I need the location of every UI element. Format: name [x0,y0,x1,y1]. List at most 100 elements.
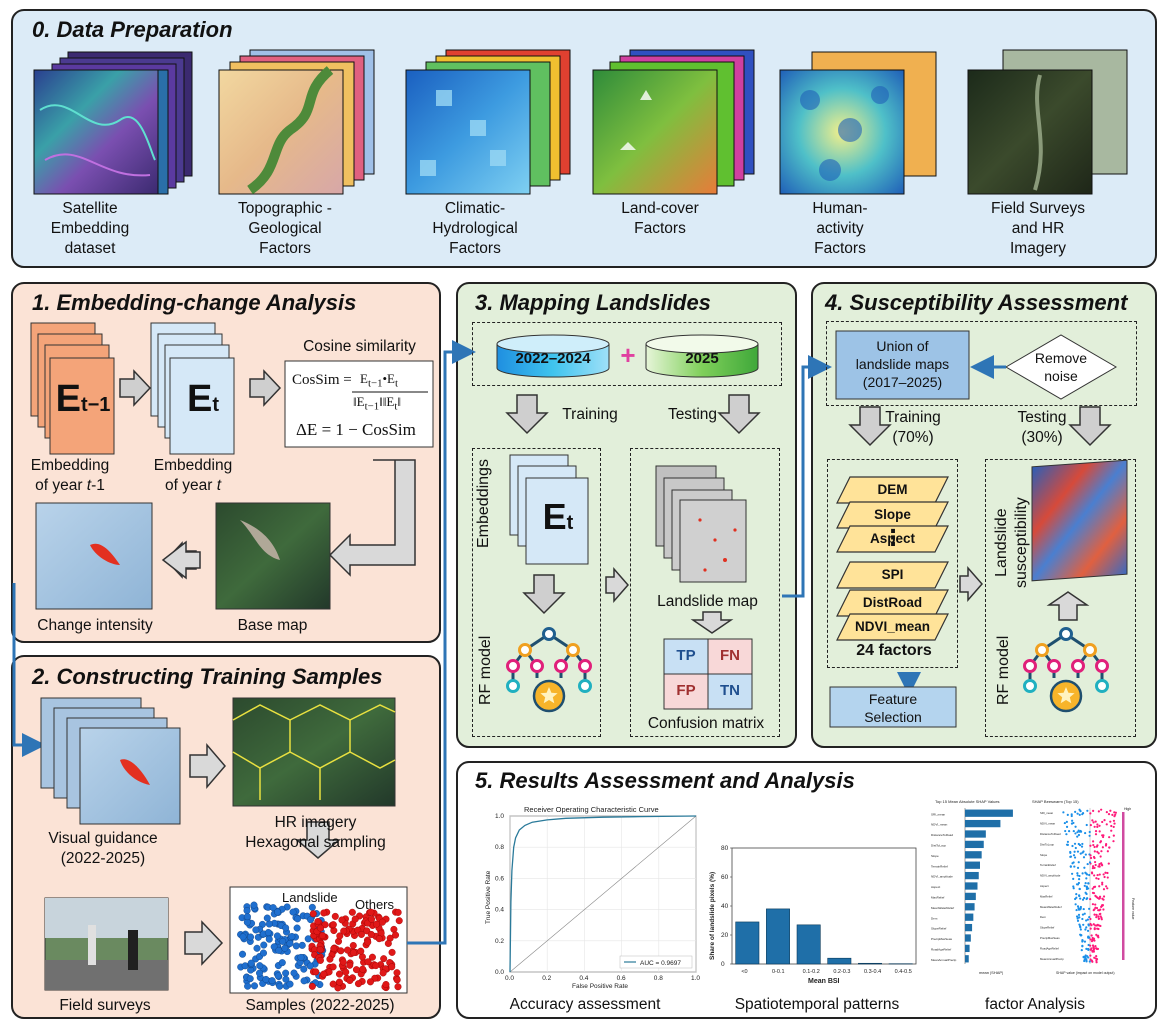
sample-dot-landslide [274,908,282,916]
sample-dot-landslide [300,965,308,973]
tree-node [530,659,544,673]
shap-swarm-point [1091,887,1094,890]
sample-dot-other [380,955,388,963]
shap-swarm-category: MeanWaterRelief [1040,905,1062,909]
shap-swarm-point [1085,960,1088,963]
shap-swarm-point [1103,819,1106,822]
shap-swarm-point [1082,907,1085,911]
shap-swarm-point [1107,862,1110,865]
sample-dot-landslide [282,975,290,983]
shap-bar-chart: Top 15 Mean Absolute SHAP ValuesSRI_mean… [931,799,1013,975]
sample-dot-landslide [253,944,261,952]
shap-swarm-point [1088,907,1091,910]
sample-dot-landslide [290,969,298,977]
shap-swarm-point [1078,887,1081,891]
shap-swarm-point [1105,885,1108,888]
climatic-stack [405,49,571,195]
sample-dot-landslide [304,935,312,943]
shap-swarm-point [1095,877,1098,880]
tree-node [1023,659,1037,673]
shap-swarm-point [1082,850,1085,853]
sample-dot-other [316,946,324,954]
data-split-box [472,322,782,386]
bsi-bar [858,962,882,965]
sample-dot-other [346,961,354,969]
roc-ytick: 0.6 [495,875,504,882]
shap-swarm-point [1089,844,1092,847]
shap-swarm-point [1092,937,1096,940]
shap-swarm-point [1080,949,1083,952]
sample-dot-landslide [282,969,290,977]
factor-layer [836,613,949,641]
shap-swarm-point [1065,825,1069,828]
shap-swarm-category: DistanceToRoad [1040,832,1061,836]
shap-swarm-point [1114,811,1117,814]
shap-swarm-point [1089,812,1092,815]
sample-dot-other [334,984,342,992]
shap-swarm-point [1097,909,1100,912]
shap-swarm-point [1091,867,1094,870]
shap-swarm-point [1099,908,1102,911]
shap-swarm-point [1078,923,1081,926]
shap-swarm-point [1077,877,1081,881]
shap-swarm-point [1098,924,1101,927]
sample-dot-other [351,915,359,923]
cm-tp: TP [676,647,696,664]
sample-dot-other [317,924,325,932]
cosine-title: Cosine similarity [303,338,416,355]
sample-dot-other [359,965,367,973]
shap-swarm-point [1095,906,1099,910]
shap-swarm-point [1080,845,1084,848]
shap-swarm-point [1094,833,1098,836]
bsi-xtick: 0.3-0.4 [864,969,881,975]
sample-dot-landslide [239,933,247,941]
shap-bar [965,913,974,921]
shap-swarm-point [1065,833,1068,836]
shap-swarm-point [1078,813,1081,816]
shap-swarm-point [1085,823,1088,827]
mapping-title: 3. Mapping Landslides [475,290,711,315]
landslide-map-label: Landslide map [657,593,758,610]
shap-swarm-point [1069,850,1072,854]
shap-swarm-category: RoadAgeRelief [1040,946,1059,950]
shap-swarm-point [1093,866,1096,869]
shap-swarm-point [1094,947,1098,950]
shap-swarm-point [1079,907,1082,910]
bsi-bar [735,921,760,965]
sample-dot-landslide [278,959,286,967]
roc-curve [509,815,697,973]
shap-swarm-point [1069,865,1072,868]
shap-swarm-point [1077,907,1080,910]
sample-dot-other [338,916,346,924]
shap-swarm-point [1072,885,1075,888]
shap-swarm-point [1077,829,1080,832]
shap-swarm-point [1077,833,1081,837]
shap-swarm-point [1074,903,1077,906]
sample-dot-other [316,956,324,964]
field-surveys-label: Field surveys [59,997,151,1014]
shap-swarm-point [1074,846,1077,850]
sample-dot-other [375,935,383,943]
shap-bar [965,892,976,901]
sample-dot-landslide [293,924,301,932]
sample-dot-other [342,968,350,976]
union-dashed-box [826,321,1137,406]
shap-swarm-point [1086,929,1090,932]
factors-count: 24 factors [856,642,932,659]
shap-swarm-point [1075,883,1079,886]
class-others-label: Others [355,897,395,912]
roc-diagonal [509,815,697,973]
shap-swarm-point [1088,915,1091,919]
shap-swarm-point [1085,872,1088,875]
factor-layer-label: SPI [881,567,904,582]
sample-dot-landslide [298,941,306,949]
sample-dot-other [367,908,375,916]
factor-layer-label: NDVI_mean [854,619,931,634]
shap-swarm-point [1102,908,1105,911]
shap-bar-category: TerrainRelief [931,864,948,868]
mapping-testing-label: Testing [667,406,718,423]
testing-dashed-box-4 [985,459,1136,737]
